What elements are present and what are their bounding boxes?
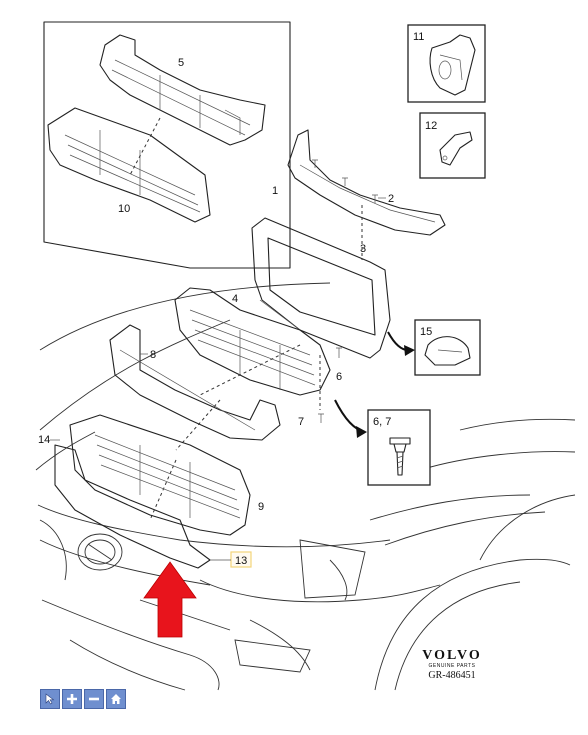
part-3-frame — [251, 217, 391, 359]
part-15-cover — [424, 336, 471, 366]
callout-10: 10 — [118, 203, 130, 215]
callout-12: 12 — [425, 120, 437, 132]
callout-3: 3 — [360, 243, 366, 255]
detail-box-12: 12 — [419, 112, 486, 179]
detail-box-15: 15 — [414, 319, 481, 376]
callout-6-7: 6, 7 — [373, 416, 391, 428]
callout-13: 13 — [235, 555, 247, 567]
home-icon[interactable] — [106, 689, 126, 709]
callout-2: 2 — [388, 193, 394, 205]
part-12-clip — [439, 131, 473, 166]
red-arrow-icon — [143, 561, 197, 638]
brand-name: VOLVO — [422, 648, 482, 663]
part-4-shutter — [174, 287, 331, 396]
zoom-toolbar — [40, 689, 126, 709]
detail-box-11: 11 — [407, 24, 486, 103]
screw-6 — [336, 347, 342, 358]
volvo-logo: VOLVO GENUINE PARTS — [412, 648, 492, 669]
callout-11: 11 — [413, 31, 424, 43]
cursor-icon[interactable] — [40, 689, 60, 709]
detail-box-6-7: 6, 7 — [367, 409, 431, 486]
car-outline — [35, 282, 576, 691]
part-1-cover — [287, 129, 446, 236]
part-5-carrier — [99, 34, 266, 146]
callout-14: 14 — [38, 434, 50, 446]
callout-1: 1 — [272, 185, 278, 197]
callout-9: 9 — [258, 501, 264, 513]
bolt-icon — [389, 437, 411, 476]
callout-6: 6 — [336, 371, 342, 383]
zoom-in-icon[interactable] — [62, 689, 82, 709]
screws-2 — [312, 159, 378, 203]
part-10-shroud — [47, 107, 211, 223]
zoom-out-icon[interactable] — [84, 689, 104, 709]
screw-7 — [318, 413, 324, 423]
inset-box: 5 10 — [43, 21, 291, 269]
callout-15: 15 — [420, 326, 432, 338]
brand-subtitle: GENUINE PARTS — [428, 663, 476, 669]
reference-number: GR-486451 — [428, 670, 476, 681]
callout-4: 4 — [232, 293, 238, 305]
callout-5: 5 — [178, 57, 184, 69]
callout-7: 7 — [298, 416, 304, 428]
part-8-beam — [109, 324, 281, 441]
part-9-grille — [69, 414, 251, 536]
part-11-bracket — [429, 34, 476, 96]
callout-8: 8 — [150, 349, 156, 361]
